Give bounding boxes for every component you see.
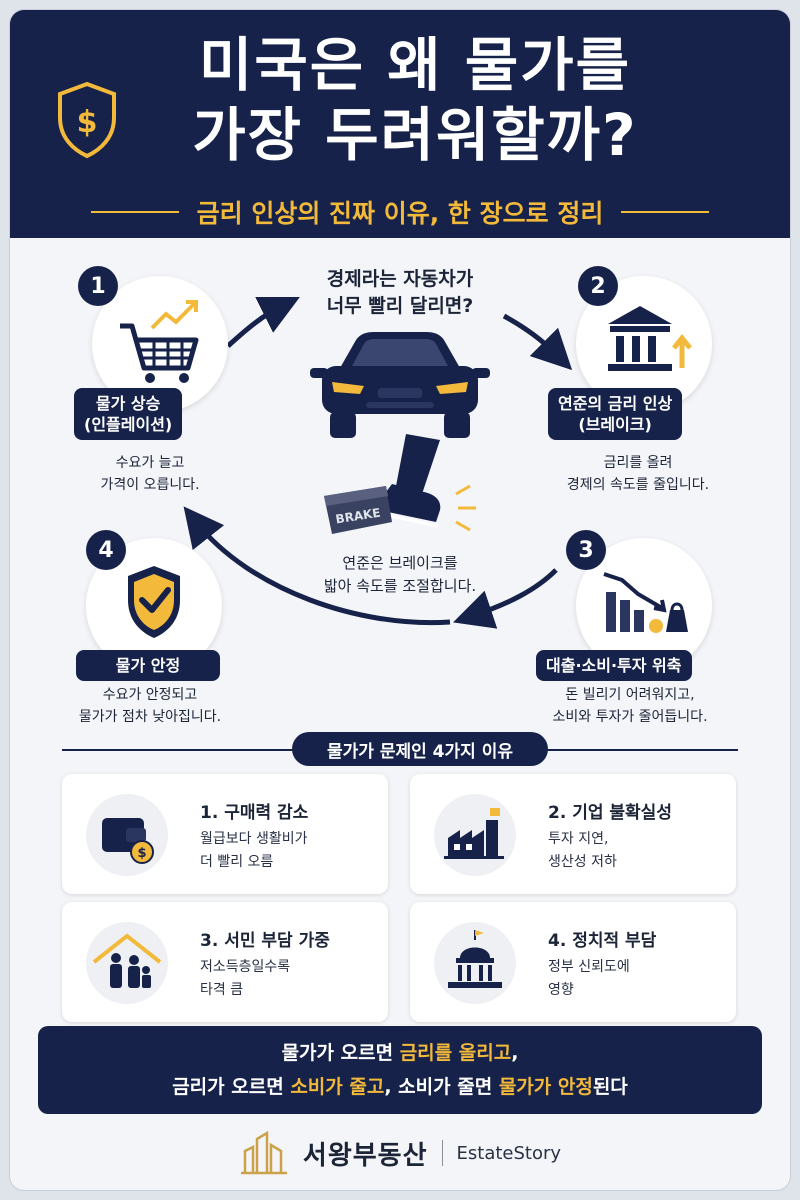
svg-text:$: $ — [137, 846, 146, 861]
reason-3-description: 저소득층일수록 타격 큼 — [200, 956, 290, 1002]
center-question-line-2: 너무 빨리 달리면? — [326, 295, 474, 317]
step-1-desc-line-1: 수요가 늘고 — [115, 455, 185, 471]
brand-separator — [441, 1140, 443, 1166]
reasons-heading-row: 물가가 문제인 4가지 이유 — [62, 732, 738, 768]
arrow-center-to-2 — [502, 313, 573, 371]
step-3-desc-line-2: 소비와 투자가 줄어듭니다. — [552, 709, 708, 725]
reason-card-1: $ 1. 구매력 감소 월급보다 생활비가 더 빨리 오름 — [62, 774, 388, 894]
step-3-description: 돈 빌리기 어려워지고, 소비와 투자가 줄어듭니다. — [532, 684, 728, 728]
reason-1-icon-circle: $ — [86, 794, 168, 876]
center-desc-line-2: 밟아 속도를 조절합니다. — [323, 577, 477, 595]
center-description: 연준은 브레이크를 밟아 속도를 조절합니다. — [275, 552, 525, 598]
conclusion-text: 물가가 오르면 — [281, 1042, 400, 1064]
reason-2-desc-line-2: 생산성 저하 — [548, 854, 617, 870]
brake-pedal-foot-icon: BRAKE — [324, 434, 476, 534]
reasons-title: 물가가 문제인 4가지 이유 — [292, 732, 548, 766]
step-3-label: 대출·소비·투자 위축 — [536, 650, 692, 681]
shield-check-icon — [128, 566, 180, 638]
step-2-label-line-2: (브레이크) — [578, 415, 652, 434]
car-icon — [310, 332, 490, 438]
brake-label: BRAKE — [335, 506, 382, 527]
conclusion-banner: 물가가 오르면 금리를 올리고, 금리가 오르면 소비가 줄고, 소비가 줄면 … — [38, 1026, 762, 1114]
reason-2-title: 2. 기업 불확실성 — [548, 803, 672, 823]
step-4-desc-line-2: 물가가 점차 낮아집니다. — [78, 709, 222, 725]
title-line-1: 미국은 왜 물가를 — [199, 31, 631, 99]
conclusion-text: , — [511, 1042, 519, 1064]
svg-text:$: $ — [77, 105, 98, 140]
center-question-line-1: 경제라는 자동차가 — [326, 268, 474, 290]
conclusion-text: 된다 — [592, 1076, 628, 1098]
step-4-number: 4 — [86, 530, 126, 570]
step-4-label-line-1: 물가 안정 — [115, 656, 181, 675]
subtitle-divider-right — [621, 211, 710, 213]
reason-3-title: 3. 서민 부담 가중 — [200, 931, 330, 951]
reason-3-desc-line-1: 저소득층일수록 — [200, 959, 291, 975]
conclusion-highlight: 금리를 올리고 — [399, 1042, 512, 1064]
wallet-coin-icon: $ — [102, 818, 154, 864]
step-2-number: 2 — [578, 266, 618, 306]
subtitle-divider-left — [90, 211, 179, 213]
reason-1-title: 1. 구매력 감소 — [200, 803, 309, 823]
reason-card-2: 2. 기업 불확실성 투자 지연, 생산성 저하 — [410, 774, 736, 894]
conclusion-line-2: 금리가 오르면 소비가 줄고, 소비가 줄면 물가가 안정된다 — [38, 1070, 762, 1104]
header-banner: $ 미국은 왜 물가를 가장 두려워할까? 금리 인상의 진짜 이유, 한 장으… — [10, 10, 790, 238]
reason-4-desc-line-1: 정부 신뢰도에 — [548, 959, 630, 975]
step-4-desc-line-1: 수요가 안정되고 — [102, 687, 198, 703]
declining-chart-icon — [603, 572, 688, 633]
center-question: 경제라는 자동차가 너무 빨리 달리면? — [290, 266, 510, 320]
reason-1-desc-line-1: 월급보다 생활비가 — [200, 831, 308, 847]
brand-name-korean: 서왕부동산 — [302, 1140, 428, 1171]
reason-3-icon-circle — [86, 922, 168, 1004]
step-2-label: 연준의 금리 인상 (브레이크) — [548, 388, 683, 440]
step-2-desc-line-1: 금리를 올려 — [603, 455, 673, 471]
title-line-2: 가장 두려워할까? — [192, 101, 638, 169]
reason-card-3: 3. 서민 부담 가중 저소득층일수록 타격 큼 — [62, 902, 388, 1022]
brand-name-english: EstateStory — [456, 1142, 562, 1164]
page-title: 미국은 왜 물가를 가장 두려워할까? — [135, 30, 695, 170]
bank-arrow-icon — [608, 306, 692, 371]
conclusion-highlight: 물가가 안정 — [498, 1076, 593, 1098]
step-1-desc-line-2: 가격이 오릅니다. — [100, 477, 200, 493]
footer-brand: 서왕부동산 EstateStory — [10, 1128, 790, 1178]
reason-1-desc-line-2: 더 빨리 오름 — [200, 854, 274, 870]
step-1-label: 물가 상승 (인플레이션) — [74, 388, 183, 440]
cart-chart-icon — [120, 300, 199, 383]
step-3-label-line-1: 대출·소비·투자 위축 — [546, 656, 682, 675]
step-2-description: 금리를 올려 경제의 속도를 줄입니다. — [550, 452, 726, 496]
family-house-icon — [92, 933, 162, 988]
step-1-description: 수요가 늘고 가격이 오릅니다. — [80, 452, 220, 496]
conclusion-text: , 소비가 줄면 — [384, 1076, 499, 1098]
reason-4-desc-line-2: 영향 — [548, 982, 574, 998]
reason-card-4: 4. 정치적 부담 정부 신뢰도에 영향 — [410, 902, 736, 1022]
step-3-desc-line-1: 돈 빌리기 어려워지고, — [565, 687, 695, 703]
reason-4-icon-circle — [434, 922, 516, 1004]
step-2-desc-line-2: 경제의 속도를 줄입니다. — [566, 477, 710, 493]
step-4-description: 수요가 안정되고 물가가 점차 낮아집니다. — [62, 684, 238, 728]
center-desc-line-1: 연준은 브레이크를 — [342, 554, 458, 572]
factory-icon — [444, 808, 504, 859]
conclusion-highlight: 소비가 줄고 — [290, 1076, 385, 1098]
reason-4-title: 4. 정치적 부담 — [548, 931, 657, 951]
step-1-label-line-2: (인플레이션) — [84, 415, 173, 434]
subtitle-row: 금리 인상의 진짜 이유, 한 장으로 정리 — [10, 190, 790, 234]
step-1-number: 1 — [78, 266, 118, 306]
dollar-shield-icon: $ — [58, 81, 116, 159]
reason-1-description: 월급보다 생활비가 더 빨리 오름 — [200, 828, 308, 874]
step-4-label: 물가 안정 — [76, 650, 220, 681]
arrow-1-to-center — [226, 297, 300, 348]
infographic: $ 미국은 왜 물가를 가장 두려워할까? 금리 인상의 진짜 이유, 한 장으… — [10, 10, 790, 1190]
reason-2-desc-line-1: 투자 지연, — [548, 831, 609, 847]
buildings-logo-icon — [240, 1131, 287, 1175]
step-1-label-line-1: 물가 상승 — [95, 394, 161, 413]
reason-3-desc-line-2: 타격 큼 — [200, 982, 244, 998]
reason-2-icon-circle — [434, 794, 516, 876]
capitol-icon — [448, 930, 502, 988]
conclusion-line-1: 물가가 오르면 금리를 올리고, — [38, 1036, 762, 1070]
reason-4-description: 정부 신뢰도에 영향 — [548, 956, 630, 1002]
step-3-number: 3 — [566, 530, 606, 570]
conclusion-text: 금리가 오르면 — [172, 1076, 291, 1098]
step-2-label-line-1: 연준의 금리 인상 — [558, 394, 673, 413]
subtitle: 금리 인상의 진짜 이유, 한 장으로 정리 — [196, 199, 604, 228]
reason-2-description: 투자 지연, 생산성 저하 — [548, 828, 617, 874]
